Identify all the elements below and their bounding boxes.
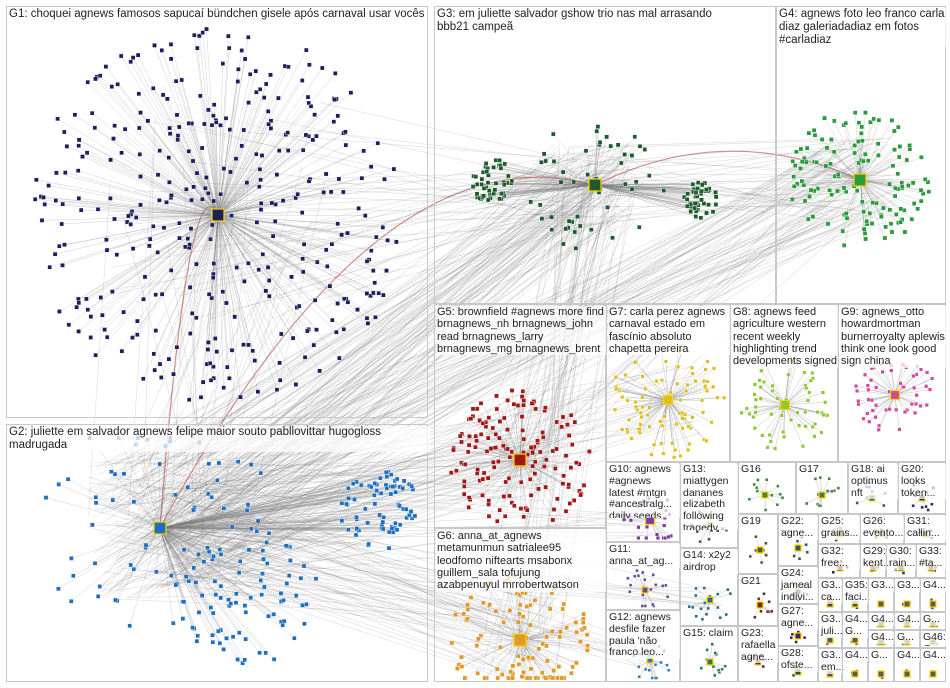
group-label-g51: G4... [922, 650, 946, 662]
group-label-g40: G4... G... [844, 614, 870, 638]
group-label-g19: G19 [740, 516, 762, 528]
group-label-g38: G4... [922, 580, 946, 592]
group-label-g33: G33: #ta... [918, 546, 946, 570]
group-label-g34: G3... ca... [820, 580, 844, 604]
group-label-g48: G4... [844, 650, 869, 662]
group-label-g43: G... [922, 614, 941, 626]
group-label-g9: G9: agnews_otto howardmortman burnerroya… [840, 306, 946, 368]
group-label-g37: G3... [896, 580, 920, 592]
group-label-g13: G13: miattygen dananes elizabeth followi… [682, 464, 738, 530]
group-label-g24: G24: jameal indivi... [780, 568, 818, 603]
group-label-g31: G31: callin... [906, 516, 946, 540]
group-panel-g3 [434, 6, 776, 304]
group-label-g14: G14: x2y2 airdrop [682, 550, 738, 574]
group-label-g8: G8: agnews feed agriculture western rece… [732, 306, 838, 368]
group-label-g41: G4... [870, 614, 894, 626]
group-label-g49: G... [870, 650, 889, 662]
group-label-g4: G4: agnews foto leo franco carla diaz ga… [778, 8, 946, 47]
group-label-g1: G1: choquei agnews famosos sapucaí bündc… [8, 8, 426, 21]
group-label-g47: G3... em... [820, 650, 844, 674]
group-panel-g4 [776, 6, 946, 304]
group-label-g11: G11: anna_at_ag... [608, 544, 680, 568]
group-label-g26: G26: evento... [862, 516, 904, 540]
group-label-g22: G22: agne... hurre... [780, 516, 818, 540]
group-label-g45: G... [896, 632, 915, 644]
group-label-g12: G12: agnews desfile fazer paula 'não fra… [608, 612, 680, 659]
group-label-g7: G7: carla perez agnews carnaval estado e… [608, 306, 730, 355]
group-panel-g1 [6, 6, 428, 418]
group-label-g17: G17 [798, 464, 820, 476]
group-label-g29: G29: kent... [862, 546, 888, 570]
group-label-g5: G5: brownfield #agnews more find brnagne… [436, 306, 606, 355]
group-label-g18: G18: ai optimus nft [850, 464, 898, 499]
group-label-g39: G3... juli... [820, 614, 844, 638]
group-label-g42: G4... [896, 614, 920, 626]
group-label-g32: G32: free... [820, 546, 860, 570]
group-label-g35: G35: faci... [844, 580, 870, 604]
group-label-g16: G16 [740, 464, 762, 476]
group-label-g10: G10: agnews #agnews latest #mtgn #ancest… [608, 464, 680, 518]
group-label-g25: G25: grains... [820, 516, 860, 540]
group-label-g3: G3: em juliette salvador gshow trio nas … [436, 8, 738, 34]
group-label-g30: G30: rain... [888, 546, 918, 570]
group-label-g20: G20: looks token... [900, 464, 946, 499]
group-label-g28: G28: ofste... [780, 648, 818, 672]
group-label-g50: G4... [896, 650, 920, 662]
group-label-g21: G21 [740, 576, 762, 588]
group-panel-g2 [6, 424, 428, 682]
group-label-g36: G3... [870, 580, 894, 592]
group-label-g6: G6: anna_at_agnews metamunmun satrialee9… [436, 530, 606, 592]
group-label-g27: G27: agne... [780, 606, 818, 630]
group-label-g23: G23: rafaella agne... [740, 628, 778, 663]
group-label-g2: G2: juliette em salvador agnews felipe m… [8, 426, 430, 452]
group-label-g46: G46: G... [922, 632, 946, 646]
group-label-g15: G15: claim [682, 628, 734, 640]
group-label-g44: G4... [870, 632, 894, 644]
